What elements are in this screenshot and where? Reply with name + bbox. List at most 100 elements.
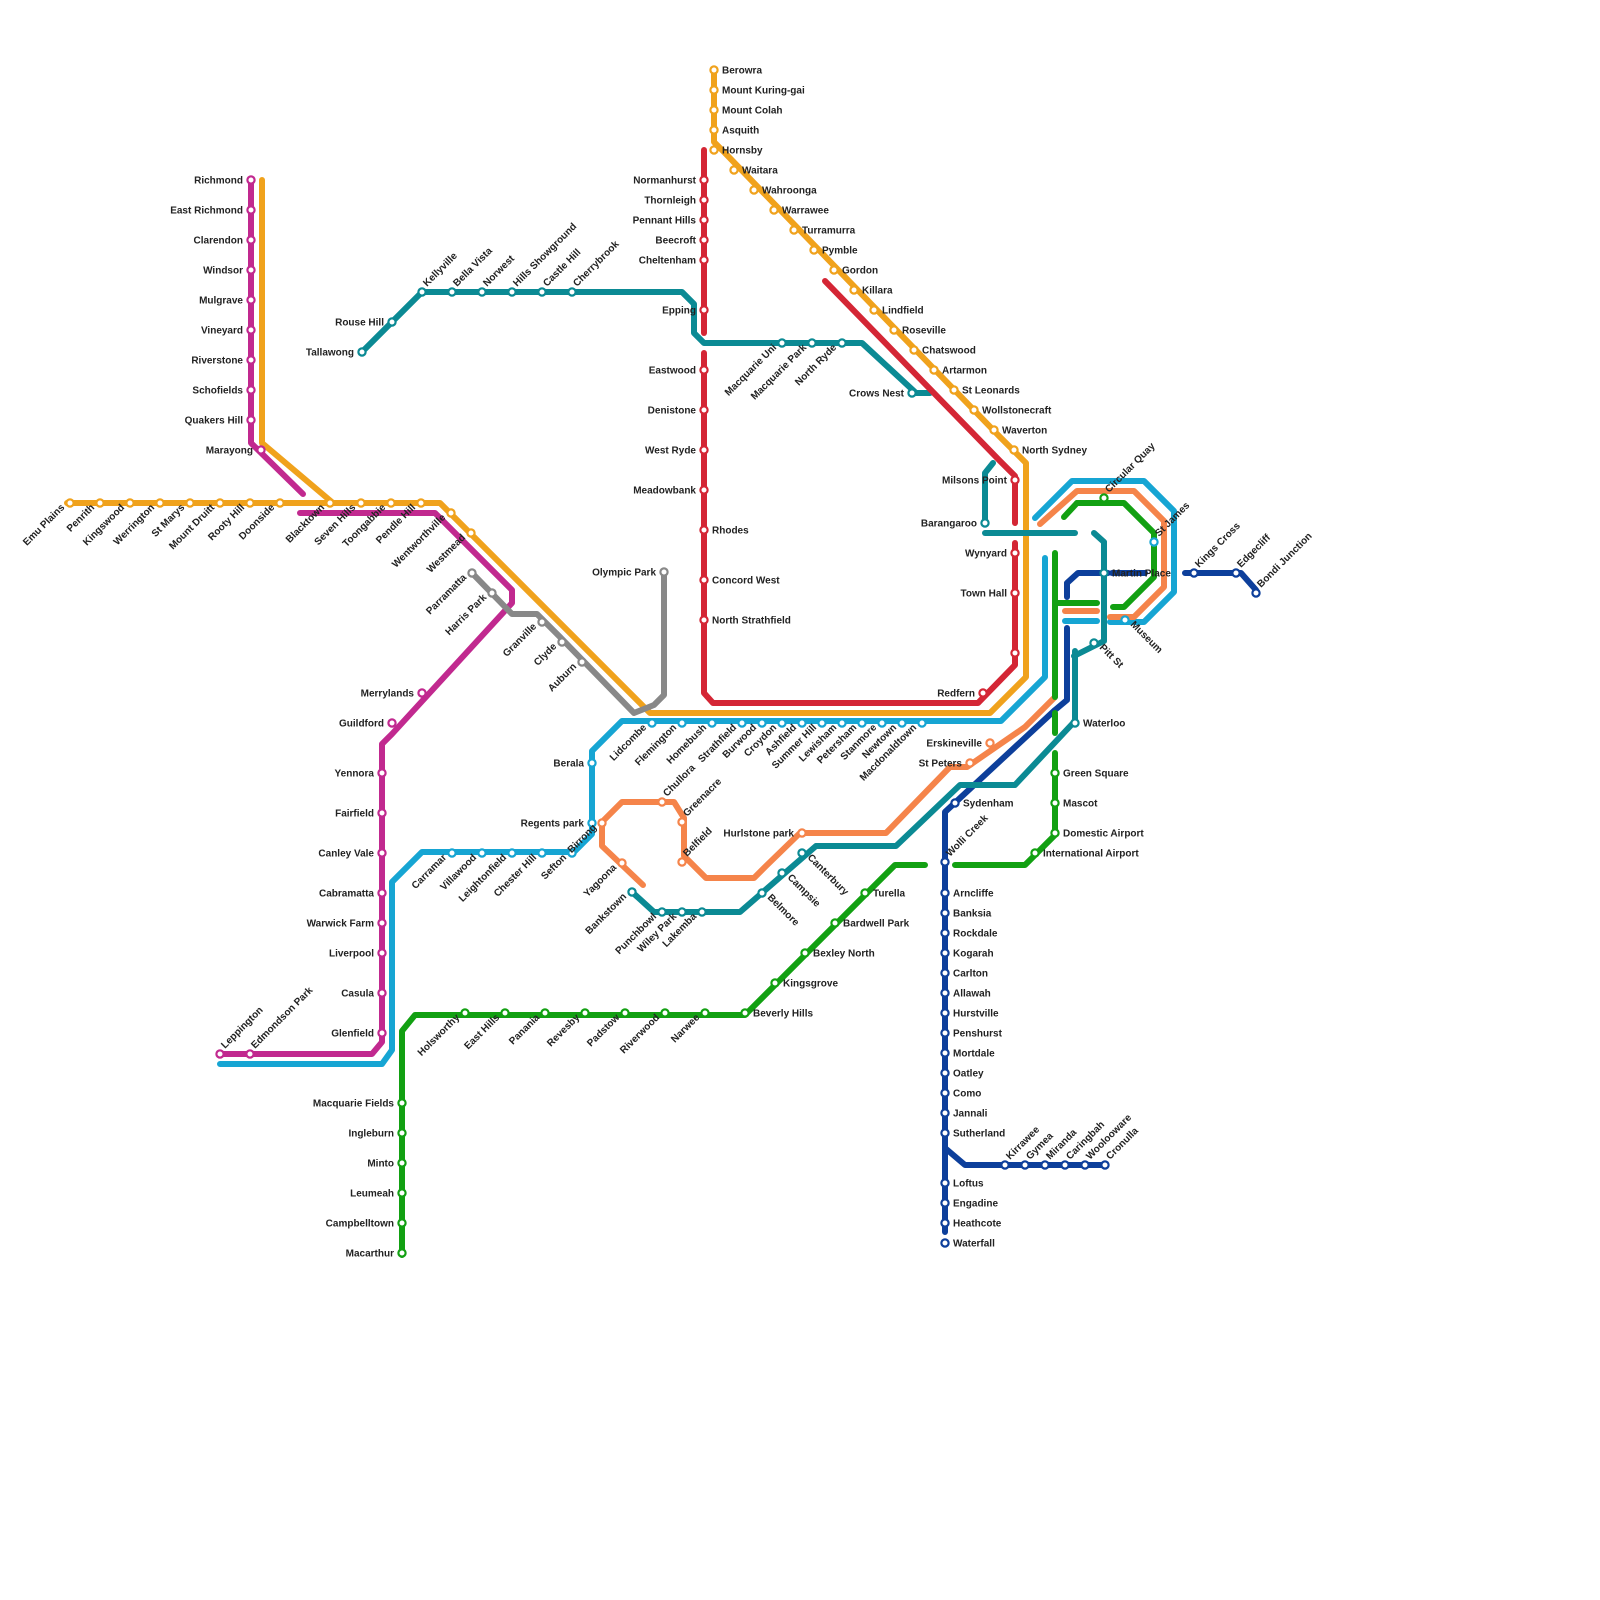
station-richmond[interactable] — [247, 176, 254, 183]
station-seven-hills[interactable] — [357, 499, 364, 506]
station-riverwood[interactable] — [661, 1009, 668, 1016]
station-kings-cross[interactable] — [1190, 569, 1197, 576]
station-sydenham[interactable] — [951, 799, 958, 806]
station-leumeah[interactable] — [398, 1189, 405, 1196]
station-bella-vista[interactable] — [448, 288, 455, 295]
station-waterfall[interactable] — [941, 1239, 948, 1246]
station-east-hills[interactable] — [501, 1009, 508, 1016]
station-kellyville[interactable] — [418, 288, 425, 295]
station-granville[interactable] — [538, 618, 545, 625]
station-macquarie-uni[interactable] — [778, 339, 785, 346]
station-chatswood[interactable] — [910, 346, 917, 353]
station-st-peters[interactable] — [966, 759, 973, 766]
station-berowra[interactable] — [710, 66, 717, 73]
station-campbelltown[interactable] — [398, 1219, 405, 1226]
station-wolli-creek[interactable] — [941, 858, 948, 865]
station-barangaroo[interactable] — [981, 519, 988, 526]
station-warrawee[interactable] — [770, 206, 777, 213]
station-cronulla[interactable] — [1101, 1161, 1108, 1168]
station-casula[interactable] — [378, 989, 385, 996]
station-loftus[interactable] — [941, 1179, 948, 1186]
station-marayong[interactable] — [257, 446, 264, 453]
station-pennant-hills[interactable] — [700, 216, 707, 223]
station-guildford[interactable] — [388, 719, 395, 726]
station-riverstone[interactable] — [247, 356, 254, 363]
station-north-strathfield[interactable] — [700, 616, 707, 623]
station-harris-park[interactable] — [488, 589, 495, 596]
station-macdonaldtown[interactable] — [918, 719, 925, 726]
station-tallawong[interactable] — [358, 348, 365, 355]
station-town-hall[interactable] — [1011, 589, 1018, 596]
station-mount-druitt[interactable] — [216, 499, 223, 506]
station-canterbury[interactable] — [798, 849, 805, 856]
station-miranda[interactable] — [1041, 1161, 1048, 1168]
station-milsons-point[interactable] — [1011, 476, 1018, 483]
station-rooty-hill[interactable] — [246, 499, 253, 506]
station-edmondson-park[interactable] — [246, 1050, 253, 1057]
station-rouse-hill[interactable] — [388, 318, 395, 325]
station-olympic-park[interactable] — [660, 568, 667, 575]
station-cherrybrook[interactable] — [568, 288, 575, 295]
station-green-square[interactable] — [1051, 769, 1058, 776]
station-canley-vale[interactable] — [378, 849, 385, 856]
station-mortdale[interactable] — [941, 1049, 948, 1056]
station-edgecliff[interactable] — [1232, 569, 1239, 576]
station-fairfield[interactable] — [378, 809, 385, 816]
station-heathcote[interactable] — [941, 1219, 948, 1226]
station-turella[interactable] — [861, 889, 868, 896]
station-ashfield[interactable] — [798, 719, 805, 726]
station-mount-kuring-gai[interactable] — [710, 86, 717, 93]
station-toongabbie[interactable] — [387, 499, 394, 506]
station-waitara[interactable] — [730, 166, 737, 173]
station-yennora[interactable] — [378, 769, 385, 776]
station-lakemba[interactable] — [698, 908, 705, 915]
station-rockdale[interactable] — [941, 929, 948, 936]
station-narwee[interactable] — [701, 1009, 708, 1016]
station-mascot[interactable] — [1051, 799, 1058, 806]
station-liverpool[interactable] — [378, 949, 385, 956]
station-norwest[interactable] — [478, 288, 485, 295]
station-cheltenham[interactable] — [700, 256, 707, 263]
station-pitt-st[interactable] — [1090, 639, 1097, 646]
station-gymea[interactable] — [1021, 1161, 1028, 1168]
station-flemington[interactable] — [678, 719, 685, 726]
station-epping[interactable] — [700, 306, 707, 313]
station-concord-west[interactable] — [700, 576, 707, 583]
station-banksia[interactable] — [941, 909, 948, 916]
station-mulgrave[interactable] — [247, 296, 254, 303]
station-beverly-hills[interactable] — [741, 1009, 748, 1016]
station-glenfield[interactable] — [378, 1029, 385, 1036]
station-vineyard[interactable] — [247, 326, 254, 333]
station-quakers-hill[interactable] — [247, 416, 254, 423]
station-wahroonga[interactable] — [750, 186, 757, 193]
station-chester-hill[interactable] — [538, 849, 545, 856]
station-yagoona[interactable] — [618, 859, 625, 866]
station-central[interactable] — [1011, 649, 1018, 656]
station-merrylands[interactable] — [418, 689, 425, 696]
station-circular-quay[interactable] — [1100, 494, 1107, 501]
station-westmead[interactable] — [467, 529, 474, 536]
station-homebush[interactable] — [708, 719, 715, 726]
station-north-sydney[interactable] — [1010, 446, 1017, 453]
station-arncliffe[interactable] — [941, 889, 948, 896]
station-villawood[interactable] — [478, 849, 485, 856]
station-crows-nest[interactable] — [908, 389, 915, 396]
station-macquarie-fields[interactable] — [398, 1099, 405, 1106]
station-hurlstone-park[interactable] — [798, 829, 805, 836]
station-west-ryde[interactable] — [700, 446, 707, 453]
station-belmore[interactable] — [758, 889, 765, 896]
station-berala[interactable] — [588, 759, 595, 766]
station-campsie[interactable] — [778, 869, 785, 876]
station-clarendon[interactable] — [247, 236, 254, 243]
station-eastwood[interactable] — [700, 366, 707, 373]
station-holsworthy[interactable] — [461, 1009, 468, 1016]
station-wollstonecraft[interactable] — [970, 406, 977, 413]
station-international-airport[interactable] — [1031, 849, 1038, 856]
station-blacktown[interactable] — [326, 499, 333, 506]
station-mount-colah[interactable] — [710, 106, 717, 113]
station-kirrawee[interactable] — [1001, 1161, 1008, 1168]
station-macquarie-park[interactable] — [808, 339, 815, 346]
station-burwood[interactable] — [758, 719, 765, 726]
station-waverton[interactable] — [990, 426, 997, 433]
station-parramatta[interactable] — [468, 569, 475, 576]
